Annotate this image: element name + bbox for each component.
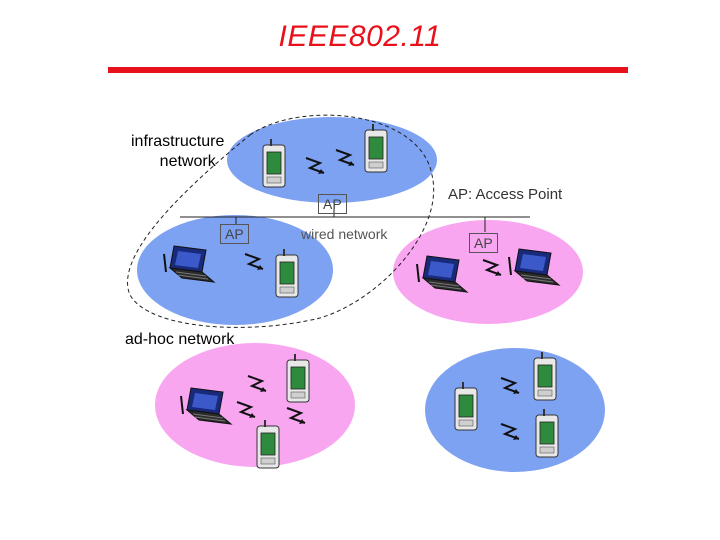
adhoc-cell-left	[155, 343, 355, 467]
access-point-icon: AP	[318, 194, 347, 214]
pda-icon	[263, 139, 285, 187]
pda-icon	[287, 354, 309, 402]
ap-legend-label: AP: Access Point	[448, 186, 562, 203]
access-point-icon: AP	[220, 224, 249, 244]
adhoc-network-label: ad-hoc network	[125, 331, 234, 349]
pda-icon	[365, 124, 387, 172]
pda-icon	[257, 420, 279, 468]
pda-icon	[536, 409, 558, 457]
pda-icon	[455, 382, 477, 430]
pda-icon	[534, 352, 556, 400]
pda-icon	[276, 249, 298, 297]
infrastructure-label-line2: network	[131, 152, 224, 172]
infrastructure-network-label: infrastructure network	[131, 132, 224, 172]
adhoc-cell-right	[425, 348, 605, 472]
access-point-icon: AP	[469, 233, 498, 253]
infrastructure-label-line1: infrastructure	[131, 132, 224, 152]
wired-network-label: wired network	[301, 226, 387, 242]
